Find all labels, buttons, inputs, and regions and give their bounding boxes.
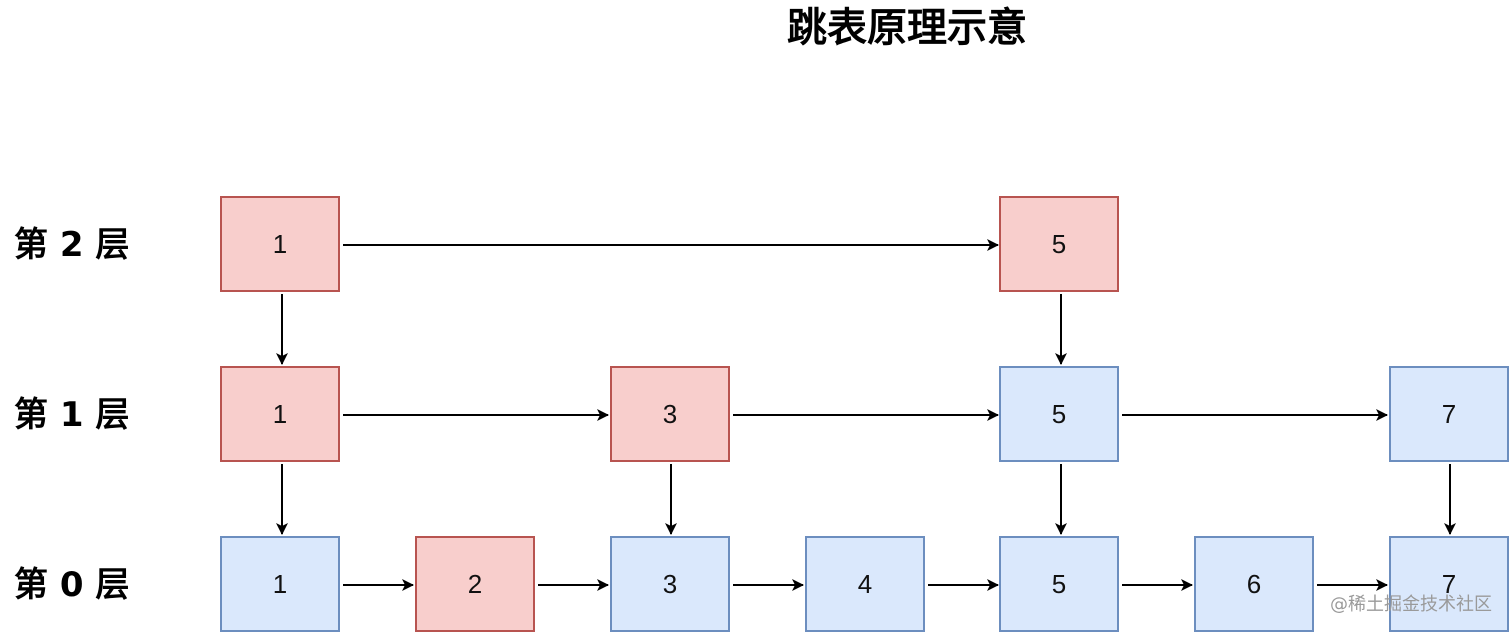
diagram-title: 跳表原理示意 [787, 5, 1027, 51]
node-l1-1: 1 [220, 366, 340, 462]
layer-2-label: 第 2 层 [14, 225, 130, 265]
node-l0-5: 5 [999, 536, 1119, 632]
node-l1-7: 7 [1389, 366, 1509, 462]
node-l2-5: 5 [999, 196, 1119, 292]
node-l0-2: 2 [415, 536, 535, 632]
node-l0-4: 4 [805, 536, 925, 632]
node-l1-3: 3 [610, 366, 730, 462]
node-l0-7: 7 [1389, 536, 1509, 632]
layer-1-label: 第 1 层 [14, 395, 130, 435]
layer-0-label: 第 0 层 [14, 565, 130, 605]
watermark: @稀土掘金技术社区 [1330, 594, 1492, 615]
node-l0-6: 6 [1194, 536, 1314, 632]
node-l2-1: 1 [220, 196, 340, 292]
node-l1-5: 5 [999, 366, 1119, 462]
node-l0-1: 1 [220, 536, 340, 632]
node-l0-3: 3 [610, 536, 730, 632]
